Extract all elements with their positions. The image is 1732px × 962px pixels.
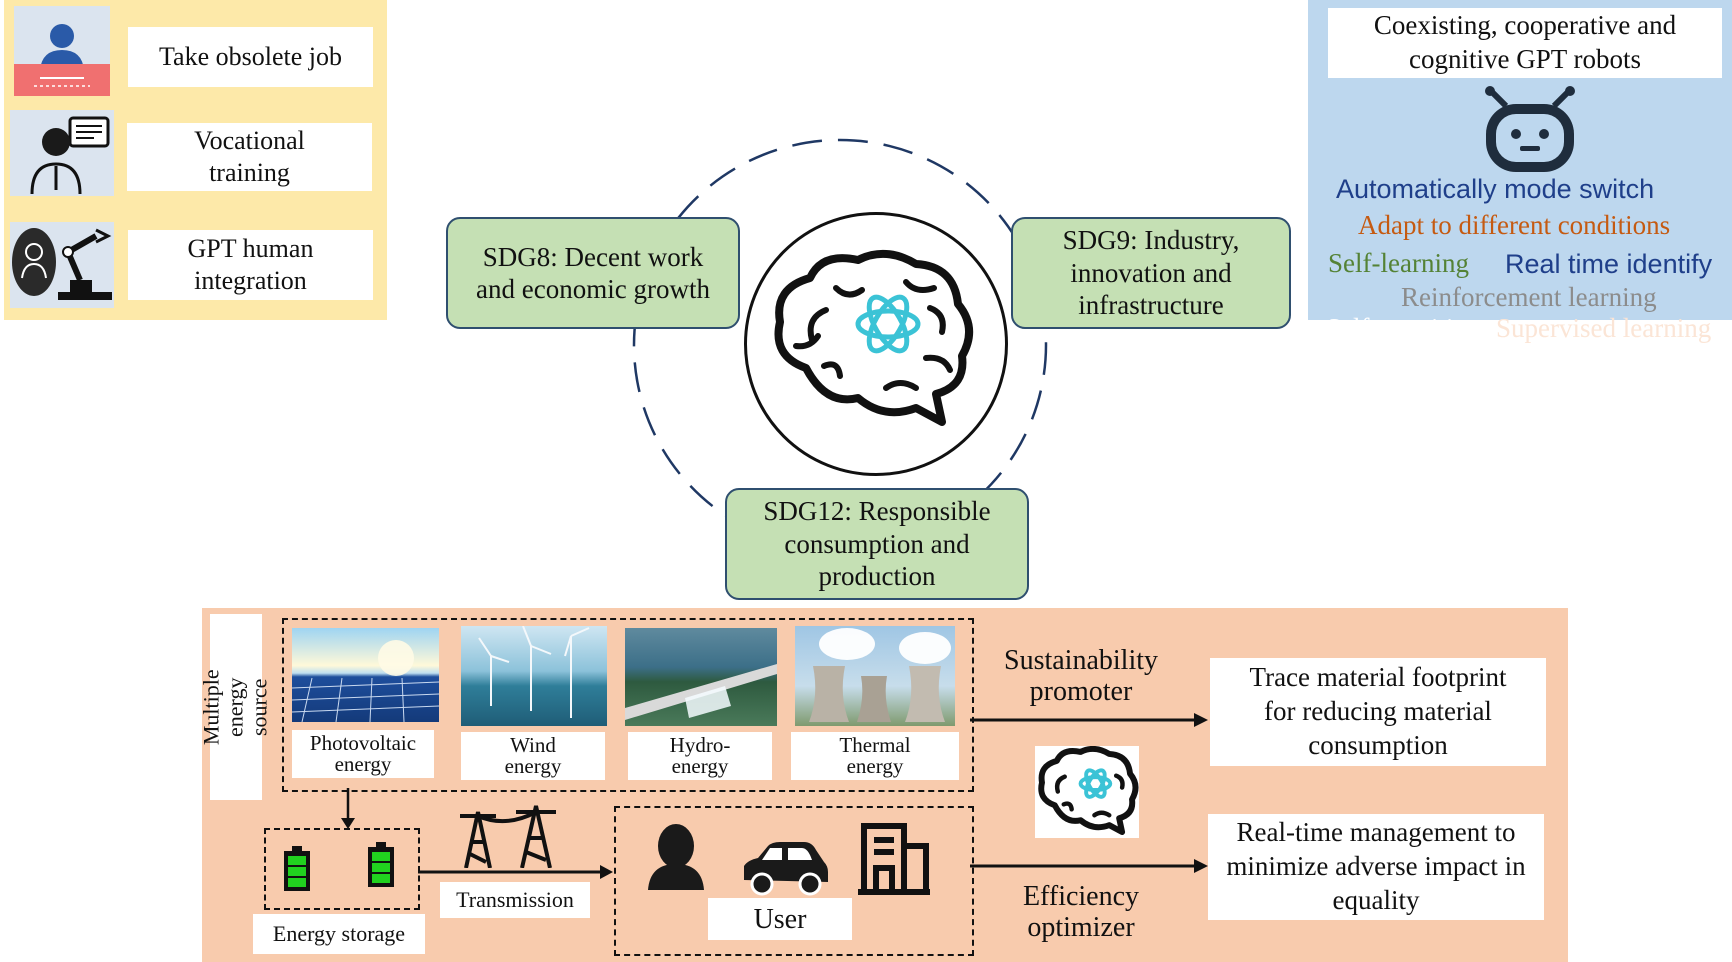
feature-adapt-conditions: Adapt to different conditions [1358, 210, 1671, 240]
feature-auto-mode-switch: Automatically mode switch [1336, 174, 1655, 204]
user-dashed-box [614, 806, 974, 956]
transmission-label: Transmission [440, 882, 590, 918]
solar-panel-photo [292, 628, 439, 722]
worker-at-desk-icon [14, 6, 110, 96]
sdg8-box: SDG8: Decent work and economic growth [446, 217, 740, 329]
wind-turbine-photo [461, 626, 607, 726]
user-to-realtime-arrow [970, 859, 1208, 873]
sources-to-storage-arrow [341, 788, 355, 829]
feature-real-time-identify: Real time identify [1505, 249, 1713, 279]
robot-face-icon [1478, 86, 1582, 176]
hydro-label: Hydro-energy [628, 732, 772, 780]
realtime-management-box: Real-time management to minimize adverse… [1208, 814, 1544, 920]
transmission-tower-icon [456, 802, 560, 869]
energy-sources-dashed-box [282, 618, 974, 792]
cooling-tower-photo [795, 626, 955, 726]
hydro-dam-photo [625, 628, 777, 726]
job-label-take-obsolete: Take obsolete job [128, 27, 373, 87]
battery-icon [366, 842, 396, 888]
robots-panel-title: Coexisting, cooperative and cognitive GP… [1328, 8, 1722, 78]
feature-self-learning: Self-learning [1328, 248, 1469, 278]
sdg-dashed-ring [632, 138, 1048, 540]
sdg9-box: SDG9: Industry, innovation and infrastru… [1011, 217, 1291, 329]
battery-icon [282, 846, 312, 892]
job-label-gpt-human-integration: GPT human integration [128, 230, 373, 300]
photovoltaic-label: Photovoltaic energy [292, 730, 434, 778]
person-icon [646, 824, 706, 890]
feature-reinforcement-learning: Reinforcement learning [1401, 282, 1657, 312]
thermal-label: Thermal energy [791, 732, 959, 780]
building-icon [856, 820, 932, 896]
brain-gpt-icon [766, 248, 976, 434]
energy-storage-label: Energy storage [253, 914, 425, 954]
feature-supervised-learning: Supervised learning [1496, 313, 1712, 343]
storage-to-user-arrow [418, 865, 613, 879]
multiple-energy-source-label: Multiple energy source [199, 614, 272, 800]
car-icon [740, 840, 830, 896]
energy-storage-dashed-box [264, 828, 420, 910]
sdg12-box: SDG12: Responsible consumption and produ… [725, 488, 1029, 600]
user-label: User [708, 898, 852, 940]
sustainability-promoter-label: Sustainability promoter [1004, 645, 1158, 707]
feature-self-cognitive: Self-cognitive [1326, 313, 1479, 343]
efficiency-optimizer-label: Efficiency optimizer [1022, 881, 1140, 943]
brain-gpt-small-icon [1035, 746, 1139, 838]
presenter-icon [10, 110, 114, 196]
human-robot-arm-icon [10, 222, 114, 308]
wind-label: Wind energy [461, 732, 605, 780]
trace-material-box: Trace material footprint for reducing ma… [1210, 658, 1546, 766]
job-label-vocational-training: Vocational training [127, 123, 372, 191]
sources-to-trace-arrow [970, 713, 1208, 727]
